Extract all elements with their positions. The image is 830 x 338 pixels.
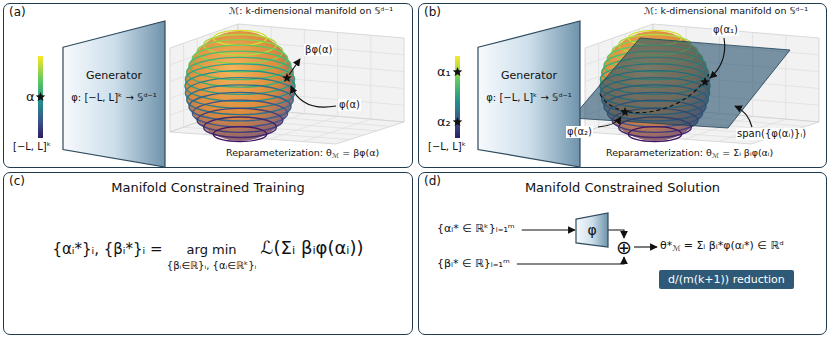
leader-arrow xyxy=(598,117,621,127)
argmin-stack: arg min{βᵢ∈ℝ}ᵢ, {αᵢ∈ℝᵏ}ᵢ xyxy=(187,240,237,258)
input-arrow xyxy=(522,229,575,230)
manifold-spiral xyxy=(192,45,287,72)
grid-line xyxy=(303,119,371,141)
generator-map: φ: [−L, L]ᵏ → 𝕊ᵈ⁻¹ xyxy=(486,92,572,103)
phi-generator: φ xyxy=(576,213,608,247)
grid-line xyxy=(304,30,305,114)
trapezoid-outline xyxy=(576,213,608,247)
formula: Reparameterization: θℳ= βφ(α) xyxy=(226,147,379,160)
math-label: βφ(α) xyxy=(304,44,333,56)
sum-node: ⊕ xyxy=(615,238,633,256)
leader-arrow xyxy=(735,106,752,127)
generator-title: Generator xyxy=(86,69,142,82)
manifold-spiral xyxy=(187,57,294,87)
trapezoid-outline xyxy=(478,21,580,167)
math-label: = Σᵢ βᵢφ(αᵢ) xyxy=(722,147,773,158)
math-label: = Σᵢ βᵢ*φ(αᵢ*) ∈ ℝᵈ xyxy=(684,239,784,252)
manifold-spiral xyxy=(213,30,266,45)
panel-box: (b)Generatorφ: [−L, L]ᵏ → 𝕊ᵈ⁻¹ xyxy=(418,3,827,168)
math-label: ℳ: k-dimensional manifold on 𝕊ᵈ⁻¹ xyxy=(228,5,394,16)
phi-symbol: φ xyxy=(587,222,596,238)
formula: Reparameterization: θℳ= Σᵢ βᵢφ(αᵢ) xyxy=(606,147,773,160)
formula: {αᵢ*}ᵢ, {βᵢ*}ᵢ = arg min{βᵢ∈ℝ}ᵢ, {αᵢ∈ℝᵏ}ᵢ… xyxy=(52,237,363,259)
reduction-badge: d/(m(k+1)) reduction xyxy=(659,270,794,289)
math-label: {αᵢ*}ᵢ, {βᵢ*}ᵢ = xyxy=(52,240,162,258)
output-arrow xyxy=(634,246,657,247)
panel-title: Manifold Constrained Training xyxy=(9,180,407,195)
manifold-spiral xyxy=(628,127,681,142)
leader-arrow xyxy=(291,86,336,107)
sum-symbol: ⊕ xyxy=(616,238,632,256)
star-marker xyxy=(36,92,46,101)
reduction-text: d/(m(k+1)) reduction xyxy=(668,273,785,286)
math-label: ℒ(Σᵢ βᵢφ(αᵢ)) xyxy=(261,237,364,258)
star-marker xyxy=(700,77,710,86)
math-label: φ(α₂) xyxy=(566,126,593,138)
star-marker xyxy=(282,73,292,82)
grid-line xyxy=(183,43,184,127)
grid-line xyxy=(370,35,371,119)
math-label: {βᵢ∈ℝ}ᵢ, {αᵢ∈ℝᵏ}ᵢ xyxy=(167,260,256,272)
math-label: {βᵢ* ∈ ℝ}ᵢ₌₁ᵐ xyxy=(436,257,511,270)
math-label: [−L, L]ᵏ xyxy=(12,141,52,153)
math-label: Reparameterization: θ xyxy=(606,147,712,158)
leader-arrow xyxy=(710,38,725,78)
math-label: arg min xyxy=(187,242,237,257)
leader-arrow xyxy=(289,59,300,75)
math-label: ℳ xyxy=(672,244,680,253)
grid-line xyxy=(785,35,786,119)
generator-trapezoid: Generator φ: [−L, L]ᵏ → 𝕊ᵈ⁻¹ xyxy=(478,21,580,167)
math-label: φ(α₁) xyxy=(712,24,739,36)
star-marker xyxy=(453,67,463,76)
manifold-spiral xyxy=(189,51,291,80)
formula: θ*ℳ = Σᵢ βᵢ*φ(αᵢ*) ∈ ℝᵈ xyxy=(660,239,784,254)
generator-map: φ: [−L, L]ᵏ → 𝕊ᵈ⁻¹ xyxy=(71,92,157,103)
math-label: ℳ xyxy=(712,152,719,160)
panel-box: (d)Manifold Constrained Solutionφ⊕d/(m(k… xyxy=(418,172,827,335)
span-plane xyxy=(572,38,790,128)
math-label: φ(α) xyxy=(338,99,361,111)
math-label: α₂ xyxy=(436,114,452,130)
math-label: ℳ xyxy=(332,152,339,160)
great-circle xyxy=(600,74,709,113)
connector xyxy=(608,230,624,238)
math-label: span({φ(αᵢ)}ᵢ) xyxy=(736,128,807,140)
math-label: α xyxy=(25,89,36,105)
star-marker xyxy=(453,117,463,126)
input-arrow xyxy=(517,257,624,264)
math-label: θ* xyxy=(660,239,672,252)
math-label: ℳ: k-dimensional manifold on 𝕊ᵈ⁻¹ xyxy=(643,5,809,16)
manifold-spiral xyxy=(213,127,266,142)
math-label: = βφ(α) xyxy=(342,147,379,158)
panel-box: (a)Generatorφ: [−L, L]ᵏ → 𝕊ᵈ⁻¹ xyxy=(3,3,413,168)
math-label: [−L, L]ᵏ xyxy=(427,141,467,153)
panel-title: Manifold Constrained Solution xyxy=(424,180,821,195)
trapezoid-outline xyxy=(63,21,165,167)
math-label: Reparameterization: θ xyxy=(226,147,332,158)
math-label: {αᵢ* ∈ ℝᵏ}ᵢ₌₁ᵐ xyxy=(436,222,516,235)
generator-trapezoid: Generator φ: [−L, L]ᵏ → 𝕊ᵈ⁻¹ xyxy=(63,21,165,167)
manifold-spiral xyxy=(197,108,283,132)
generator-title: Generator xyxy=(501,69,557,82)
math-label: α₁ xyxy=(436,64,452,80)
sphere xyxy=(185,31,295,141)
star-marker xyxy=(620,107,630,116)
